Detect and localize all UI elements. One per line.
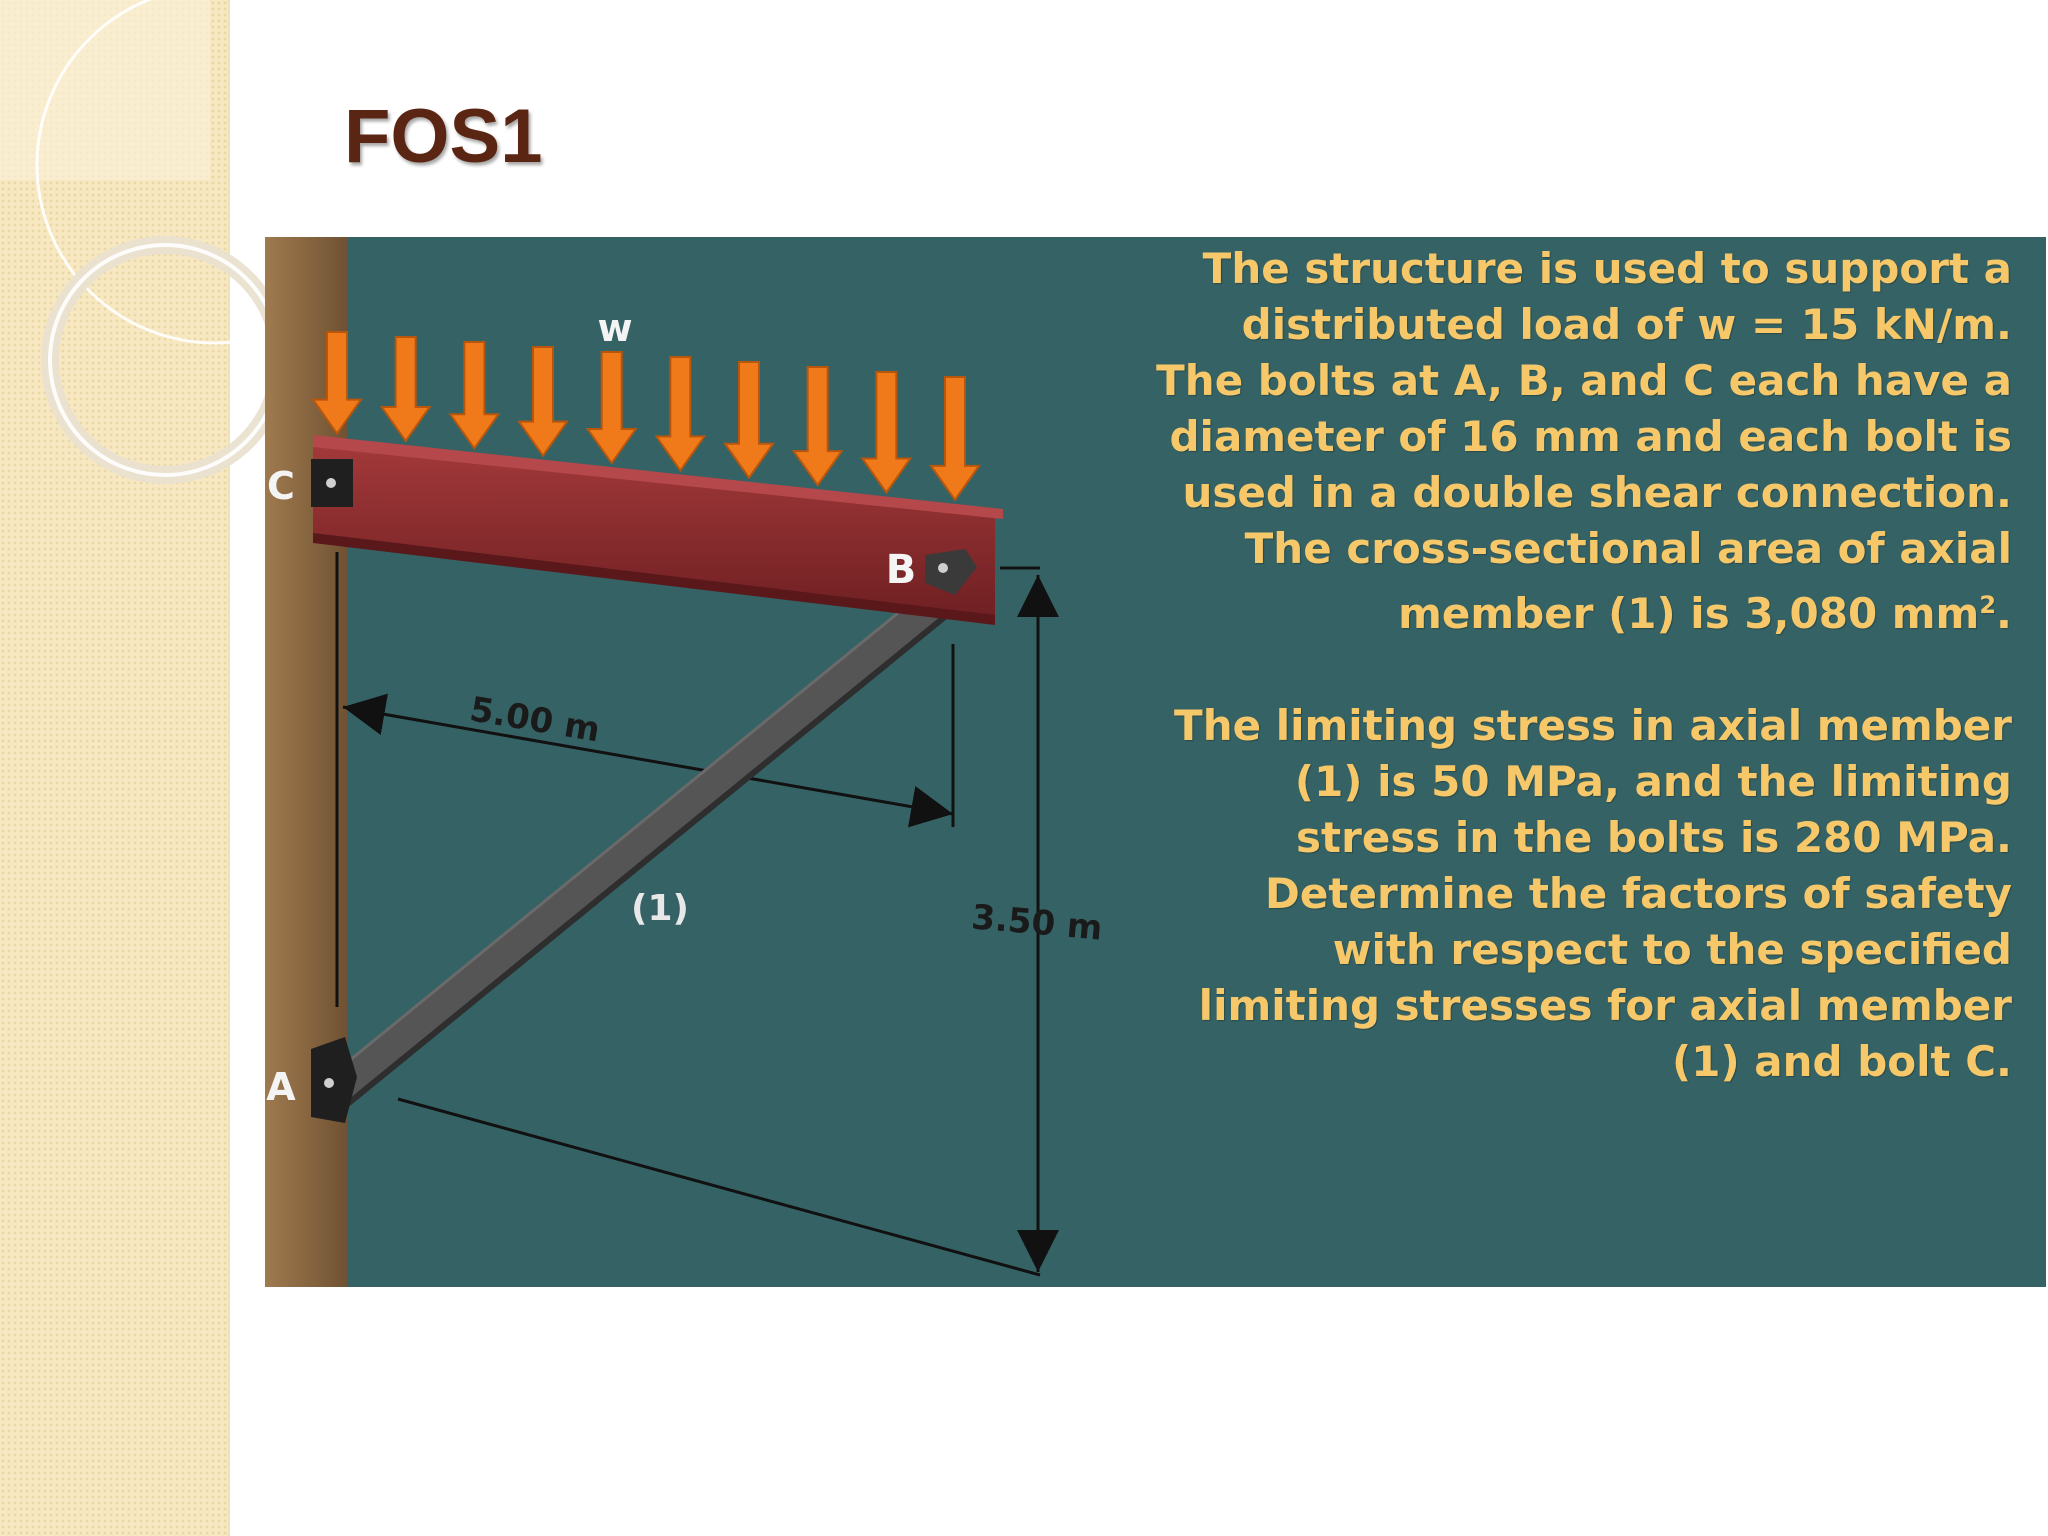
problem-paragraph-1: The structure is used to support a distr… xyxy=(1152,241,2012,642)
problem-paragraph-1-end: . xyxy=(1996,589,2012,638)
problem-paragraph-1-text: The structure is used to support a distr… xyxy=(1156,244,2012,638)
load-arrow xyxy=(654,356,707,473)
decorative-ring-large xyxy=(35,0,395,345)
joint-c-label: C xyxy=(267,464,295,508)
bolt-b xyxy=(938,563,948,573)
load-arrow xyxy=(585,351,638,465)
load-arrow xyxy=(723,361,775,480)
decorative-panel xyxy=(0,0,210,180)
beam-top-flange xyxy=(313,435,1003,519)
problem-paragraph-2: The limiting stress in axial member (1) … xyxy=(1174,701,2012,1086)
problem-statement: The structure is used to support a distr… xyxy=(1152,241,2012,1090)
beam xyxy=(313,443,995,622)
load-arrow xyxy=(311,331,363,436)
load-arrow xyxy=(517,346,569,458)
load-arrow xyxy=(929,376,981,502)
axial-member-1-highlight xyxy=(316,558,964,1089)
axial-member-1 xyxy=(317,560,985,1111)
joint-b-label: B xyxy=(886,547,917,593)
structure-diagram: w C B A (1) 5.00 m 3.50 m xyxy=(265,237,1104,1287)
area-unit-superscript: 2 xyxy=(1979,591,1997,619)
beam-bottom-flange xyxy=(313,533,995,625)
decorative-rings xyxy=(0,0,395,484)
distributed-load-arrows xyxy=(311,331,981,502)
extension-line-bottom xyxy=(397,1097,1041,1277)
joint-a-label: A xyxy=(266,1065,296,1109)
bolt-a xyxy=(324,1078,334,1088)
axial-member-1-edge xyxy=(337,581,987,1114)
horizontal-dimension-line xyxy=(342,693,954,828)
vertical-dimension-label: 3.50 m xyxy=(970,897,1104,948)
load-arrow xyxy=(791,366,844,487)
load-label: w xyxy=(597,306,632,350)
bracket-b xyxy=(925,549,977,595)
bolt-c xyxy=(326,478,336,488)
load-arrow xyxy=(860,371,913,495)
slide-title: FOS1 xyxy=(344,94,543,179)
load-arrow xyxy=(379,336,432,443)
load-arrow xyxy=(448,341,501,451)
bracket-a xyxy=(311,1037,357,1123)
structure-figure: w C B A (1) 5.00 m 3.50 m The structure … xyxy=(265,237,2046,1287)
member-1-label: (1) xyxy=(631,888,689,929)
decorative-ring-highlight xyxy=(48,243,282,477)
